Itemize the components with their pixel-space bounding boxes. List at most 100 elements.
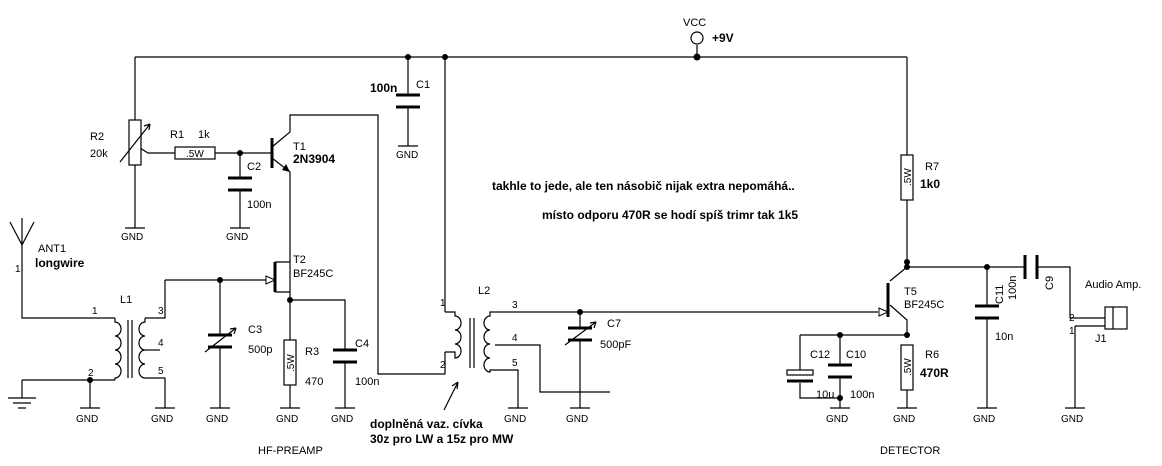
c3-ref: C3	[248, 324, 262, 336]
c4-ref: C4	[355, 338, 369, 350]
l2-pin-5: 5	[512, 358, 518, 369]
r1-value: 1k	[198, 129, 210, 141]
junction-dot	[904, 264, 910, 270]
earth-ground-icon	[8, 380, 36, 409]
vcc-terminal: VCC +9V	[683, 17, 734, 45]
jfet-t2: T2 BF245C	[265, 254, 333, 293]
c4-value: 100n	[355, 376, 379, 388]
j1-label: Audio Amp.	[1085, 279, 1141, 291]
c2-ref: C2	[247, 161, 261, 173]
gate-arrow-icon	[265, 275, 277, 285]
capacitor-plates-icon	[228, 176, 252, 192]
potentiometer-r2: R2 20k	[90, 119, 151, 166]
ant1-value: longwire	[35, 256, 85, 270]
electrolytic-capacitor-c12: C12 10u	[786, 349, 834, 401]
r3-value: 470	[305, 376, 323, 388]
wiper-arrow-icon	[119, 123, 151, 163]
gnd-label: GND	[331, 414, 353, 425]
gnd-label: GND	[826, 414, 848, 425]
c9-ref: C9	[1044, 276, 1056, 290]
note-coil-2: 30z pro LW a 15z pro MW	[370, 432, 514, 446]
gnd-label: GND	[276, 414, 298, 425]
core-icon	[469, 318, 475, 368]
r7-value: 1k0	[920, 177, 940, 191]
gnd-label: GND	[396, 150, 418, 161]
pointer-arrow-icon	[443, 381, 459, 411]
gnd-label: GND	[504, 414, 526, 425]
capacitor-c9: C9 10n	[995, 255, 1056, 343]
l1-ref: L1	[120, 294, 132, 306]
capacitor-plates-icon	[396, 93, 420, 109]
note-line-2: místo odporu 470R se hodí spíš trimr tak…	[542, 208, 798, 222]
t1-ref: T1	[293, 141, 306, 153]
variable-capacitor-c7: C7 500pF	[564, 318, 631, 351]
ground-symbol-c2: GND	[226, 227, 250, 243]
junction-dot	[904, 259, 910, 265]
r6-ref: R6	[925, 349, 939, 361]
l1-pin-3: 3	[158, 306, 164, 317]
jack-icon	[1104, 306, 1128, 330]
gnd-label: GND	[893, 414, 915, 425]
t5-ref: T5	[904, 286, 917, 298]
coil-secondary-icon	[138, 318, 146, 379]
capacitor-c10: C10 100n	[828, 349, 874, 401]
capacitor-c2: C2 100n	[228, 161, 271, 211]
vcc-circle-icon	[690, 31, 704, 45]
capacitor-c11: C11 100n	[975, 276, 1019, 320]
j1-ref: J1	[1095, 333, 1107, 345]
junction-dot	[837, 332, 843, 338]
gnd-label: GND	[151, 414, 173, 425]
c11-value: 100n	[1007, 276, 1019, 300]
gnd-label: GND	[206, 414, 228, 425]
l2-pin-4: 4	[512, 333, 518, 344]
coil-secondary-icon	[483, 311, 495, 373]
l1-pin-4: 4	[158, 338, 164, 349]
r7-body: .5W	[903, 168, 914, 186]
section-label-detector: DETECTOR	[880, 445, 940, 457]
c2-value: 100n	[247, 199, 271, 211]
ground-symbol-c7: GND	[566, 407, 590, 425]
coil-primary-icon	[445, 311, 462, 359]
antenna-icon	[9, 218, 35, 246]
c7-ref: C7	[607, 318, 621, 330]
transformer-l2: L2 1 2 3 4 5	[440, 285, 518, 373]
t1-value: 2N3904	[293, 152, 335, 166]
ground-symbol-r6: GND	[893, 407, 917, 425]
antenna-ant1: ANT1 longwire 1	[9, 218, 85, 275]
gate-arrow-icon	[878, 307, 890, 317]
resistor-r3: .5W R3 470	[283, 339, 323, 388]
r2-value: 20k	[90, 148, 108, 160]
gnd-label: GND	[973, 414, 995, 425]
resistor-r6: .5W R6 470R	[900, 344, 949, 391]
resistor-body-icon	[283, 339, 297, 386]
r6-body: .5W	[903, 358, 914, 376]
ground-symbols: GND GND GND GND GND GND GND GND	[8, 145, 1085, 425]
ground-symbol-l1-pin2: GND	[76, 407, 100, 425]
core-icon	[127, 320, 133, 378]
vcc-label: VCC	[683, 17, 706, 29]
junction-dot	[237, 150, 243, 156]
t5-value: BF245C	[904, 299, 944, 311]
capacitor-plates-icon	[1023, 255, 1039, 279]
r7-ref: R7	[925, 161, 939, 173]
gnd-label: GND	[1061, 414, 1083, 425]
t2-ref: T2	[293, 254, 306, 266]
capacitor-c1: C1 100n	[370, 79, 430, 109]
r3-body: .5W	[286, 354, 297, 372]
coil-primary-icon	[114, 318, 122, 380]
c1-value: 100n	[370, 81, 397, 95]
vcc-voltage: +9V	[712, 31, 734, 45]
c12-value: 10u	[816, 389, 834, 401]
section-label-preamp: HF-PREAMP	[258, 445, 323, 457]
gnd-label: GND	[76, 414, 98, 425]
c9-value: 10n	[995, 331, 1013, 343]
l2-pin-2: 2	[440, 360, 446, 371]
variable-arrow-icon	[204, 327, 237, 353]
junction-dot	[577, 309, 583, 315]
junction-dot	[693, 53, 701, 61]
gnd-label: GND	[226, 232, 248, 243]
ground-symbol-r2: GND	[121, 227, 145, 243]
r1-ref: R1	[170, 129, 184, 141]
capacitor-positive-plate-icon	[786, 369, 814, 376]
